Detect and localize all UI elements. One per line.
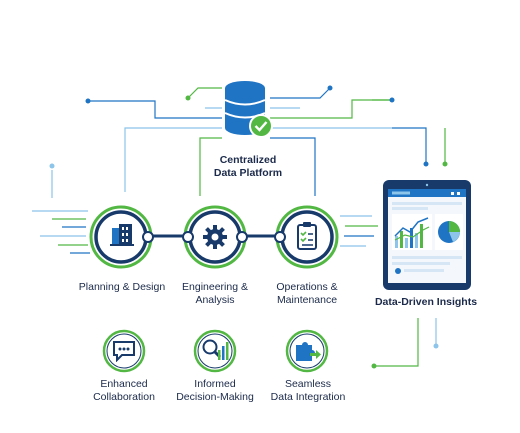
benefit-collaboration-label: Enhanced Collaboration bbox=[93, 378, 155, 403]
stage-planning-label: Planning & Design bbox=[78, 281, 166, 293]
stage-engineering-label: Engineering & Analysis bbox=[182, 281, 248, 306]
gear-icon bbox=[203, 225, 227, 249]
database-check-icon bbox=[224, 81, 273, 138]
magnifier-chart-icon bbox=[202, 339, 229, 360]
chat-bubble-icon bbox=[113, 341, 135, 362]
tablet-dashboard-icon bbox=[383, 180, 471, 290]
puzzle-piece-icon bbox=[296, 342, 321, 361]
insights-label: Data-Driven Insights bbox=[374, 296, 478, 308]
building-icon bbox=[110, 224, 134, 246]
platform-label: Centralized Data Platform bbox=[213, 154, 283, 179]
stage-operations-label: Operations & Maintenance bbox=[276, 281, 338, 306]
clipboard-checklist-icon bbox=[297, 222, 317, 250]
benefit-integration-label: Seamless Data Integration bbox=[270, 378, 346, 403]
benefit-decision-label: Informed Decision-Making bbox=[176, 378, 254, 403]
